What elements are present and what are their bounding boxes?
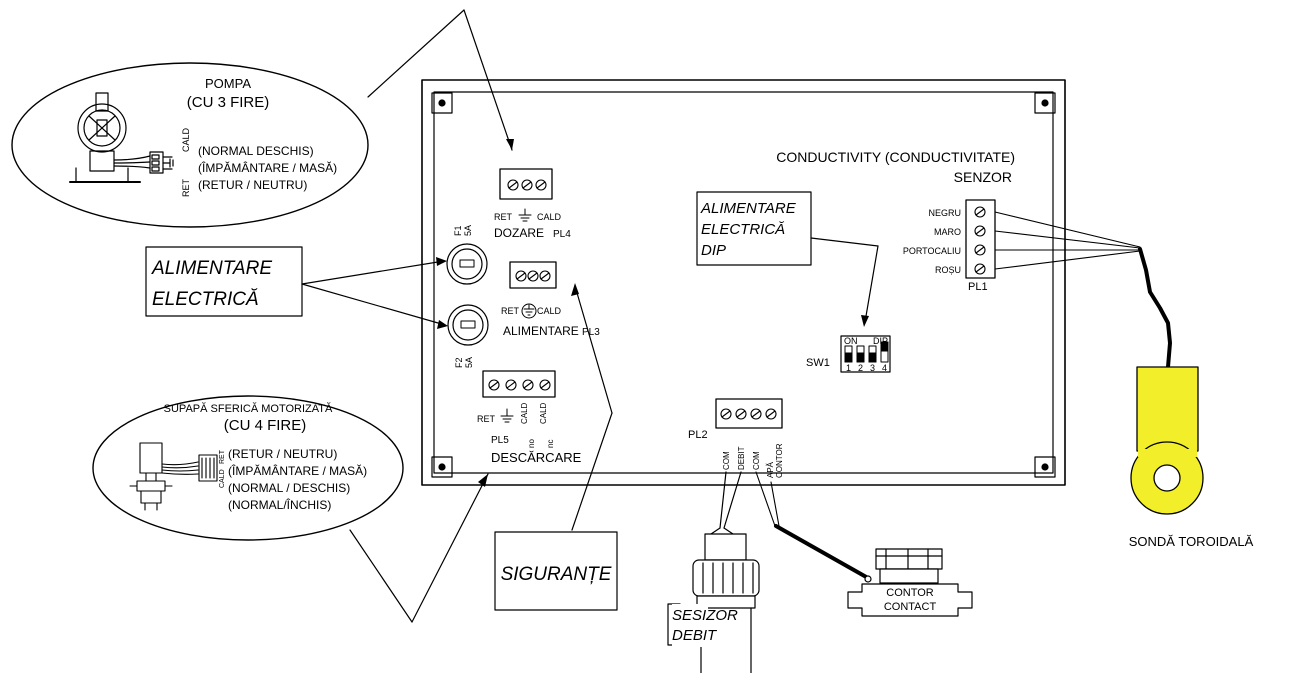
pl4-id: PL4 [553, 229, 571, 240]
pump-title: POMPA [205, 76, 251, 91]
pump-return-label: (RETUR / NEUTRU) [198, 178, 307, 192]
pl1-id: PL1 [968, 281, 988, 293]
pl5-ret-label: RET [477, 414, 496, 424]
power-callout-line1: ALIMENTARE [151, 258, 272, 279]
pl2-id: PL2 [688, 429, 708, 441]
sw1-pos-3: 3 [870, 363, 875, 373]
valve-wire-hot-label: CALD [219, 469, 226, 488]
dip-power-callout: ALIMENTARE ELECTRICĂ DIP [696, 191, 879, 327]
sw1-dip-label: DIP [873, 336, 888, 346]
pl5-id: PL5 [491, 435, 509, 446]
pl5-nc-label: nc [546, 440, 555, 448]
toroidal-probe [1130, 366, 1204, 515]
pl2-contor-label: CONTOR [775, 443, 784, 478]
flow-sensor-line2: DEBIT [672, 627, 718, 644]
ground-icon [518, 208, 532, 222]
pump-subtitle: (CU 3 FIRE) [187, 94, 270, 111]
f1-id: F1 [453, 225, 463, 236]
power-callout-line2: ELECTRICĂ [152, 289, 259, 310]
pump-ground-label: (ÎMPĂMÂNTARE / MASĂ) [198, 160, 337, 175]
sensor-subtitle: SENZOR [954, 169, 1012, 185]
meter-label-line1: CONTOR [886, 587, 934, 599]
pl5-terminal-block: RET CALD no CALD nc PL5 DESCĂRCARE [477, 370, 582, 465]
pl5-cald2-label: CALD [539, 402, 548, 424]
pl3-cald-label: CALD [537, 306, 562, 316]
fuses-callout-label: SIGURANȚE [501, 564, 612, 585]
f2-id: F2 [454, 357, 464, 368]
valve-callout: SUPAPĂ SFERICĂ MOTORIZATĂ (CU 4 FIRE) RE… [92, 395, 404, 541]
valve-return-label: (RETUR / NEUTRU) [228, 447, 337, 461]
pl4-name: DOZARE [494, 226, 544, 240]
pl5-name: DESCĂRCARE [491, 450, 582, 465]
sensor-title: CONDUCTIVITY (CONDUCTIVITATE) [776, 149, 1015, 165]
meter-label-line2: CONTACT [884, 601, 937, 613]
flow-sensor [667, 471, 760, 673]
valve-subtitle: (CU 4 FIRE) [224, 417, 307, 434]
flow-sensor-line1: SESIZOR [672, 607, 738, 624]
pump-callout: POMPA (CU 3 FIRE) CALD [11, 62, 369, 228]
sw1-dip-switch: SW1 ON DIP 1 2 3 4 [806, 335, 891, 373]
dip-callout-line3: DIP [701, 242, 726, 259]
pl2-debit-label: DEBIT [737, 446, 746, 470]
sw1-pos-1: 1 [846, 363, 851, 373]
pump-icon [69, 92, 174, 183]
pl4-cald-label: CALD [537, 212, 562, 222]
pl4-ret-label: RET [494, 212, 513, 222]
power-callout: ALIMENTARE ELECTRICĂ [145, 246, 448, 329]
valve-leader-lines [349, 473, 489, 623]
pl1-wire-2: MARO [934, 227, 961, 237]
f1-rating: 5A [463, 225, 473, 236]
pl3-id: PL3 [582, 327, 600, 338]
sw1-on-label: ON [844, 336, 858, 346]
dip-callout-line1: ALIMENTARE [700, 200, 797, 217]
sw1-id: SW1 [806, 357, 830, 369]
pump-wire-ret-label: RET [181, 178, 191, 197]
fuse-f2: F2 5A [447, 304, 489, 368]
pl4-terminal-block: RET CALD DOZARE PL4 [494, 168, 571, 240]
pl3-name: ALIMENTARE [503, 324, 579, 338]
conductivity-sensor-heading: CONDUCTIVITY (CONDUCTIVITATE) SENZOR [776, 149, 1015, 185]
pl2-apa-label: APĂ [766, 461, 775, 478]
sw1-pos-2: 2 [858, 363, 863, 373]
pl5-cald1-label: CALD [520, 402, 529, 424]
pl5-no-label: no [527, 439, 536, 448]
pl1-wire-4: ROȘU [935, 265, 961, 275]
pump-normal-open-label: (NORMAL DESCHIS) [198, 144, 314, 158]
pl1-terminal-block: NEGRU MARO PORTOCALIU ROȘU PL1 [903, 199, 996, 293]
fuses-callout: SIGURANȚE [494, 283, 618, 611]
flow-sensor-callout: SESIZOR DEBIT [672, 607, 738, 644]
pl1-wire-3: PORTOCALIU [903, 246, 961, 256]
dip-callout-line2: ELECTRICĂ [701, 221, 785, 238]
ground-icon [500, 408, 514, 423]
pl1-wire-1: NEGRU [928, 208, 961, 218]
valve-normal-open-label: (NORMAL / DESCHIS) [228, 481, 350, 495]
valve-ground-label: (ÎMPĂMÂNTARE / MASĂ) [228, 463, 367, 478]
pump-wire-hot-label: CALD [181, 127, 191, 152]
valve-wire-ret-label: RET [219, 449, 226, 464]
pl2-com2-label: COM [752, 451, 761, 470]
pl3-terminal-block: RET CALD ALIMENTARE PL3 [501, 261, 600, 338]
pl2-com1-label: COM [722, 451, 731, 470]
valve-title: SUPAPĂ SFERICĂ MOTORIZATĂ [164, 402, 333, 415]
valve-icon [129, 442, 218, 511]
mounting-screws [431, 92, 1056, 478]
valve-normal-closed-label: (NORMAL/ÎNCHIS) [228, 497, 331, 512]
meter-cable [755, 471, 870, 580]
toroidal-probe-label: SONDĂ TOROIDALĂ [1129, 534, 1254, 549]
f2-rating: 5A [464, 357, 474, 368]
ground-icon [521, 303, 537, 319]
sensor-cable [994, 211, 1172, 369]
pl3-ret-label: RET [501, 306, 520, 316]
water-meter [847, 548, 973, 617]
controller-enclosure [421, 79, 1066, 486]
pl2-terminal-block: PL2 COM DEBIT COM APĂ CONTOR [688, 398, 784, 478]
fuse-f1: F1 5A [446, 225, 488, 285]
sw1-pos-4: 4 [882, 363, 887, 373]
